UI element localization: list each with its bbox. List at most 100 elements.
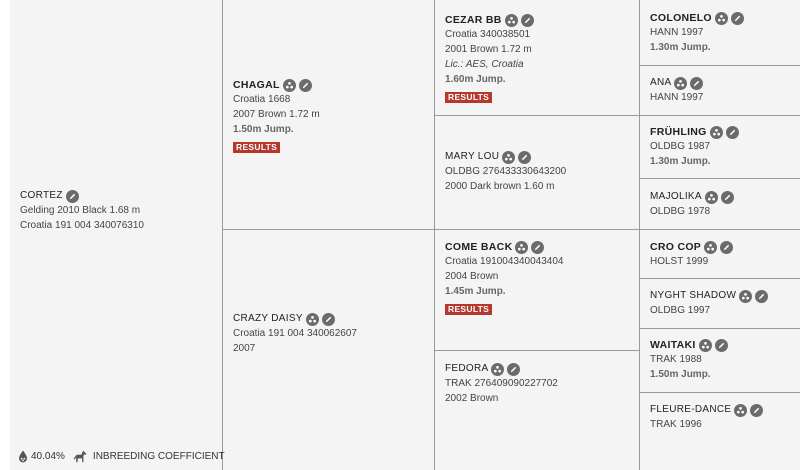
great-grandparents-column: COLONELO HANN 1997 1.30m Jump. ANA HANN … [639, 0, 800, 470]
ds-horse[interactable]: COME BACK Croatia 191004340043404 2004 B… [445, 240, 635, 317]
horse-name[interactable]: ANA [650, 77, 672, 88]
ggp-horse[interactable]: ANA HANN 1997 [650, 76, 796, 105]
horse-info: 2007 Brown 1.72 m [233, 109, 320, 120]
horse-origin: Croatia 340038501 [445, 29, 531, 40]
horse-info: HANN 1997 [650, 27, 704, 38]
license-info: Lic.: AES, Croatia [445, 59, 524, 70]
horse-name[interactable]: CRAZY DAISY [233, 313, 303, 324]
horse-info: OLDBG 1978 [650, 206, 711, 217]
jump-height: 1.50m Jump. [650, 369, 711, 380]
jump-height: 1.30m Jump. [650, 156, 711, 167]
edit-pencil-icon[interactable] [507, 362, 521, 376]
parents-column: CHAGAL Croatia 1668 2007 Brown 1.72 m 1.… [222, 0, 434, 470]
ggp-cell: CRO COP HOLST 1999 [640, 229, 800, 278]
ggp-cell: FLEURE-DANCE TRAK 1996 [640, 392, 800, 470]
pedigree-icon[interactable] [282, 78, 296, 92]
results-button[interactable]: RESULTS [445, 92, 493, 103]
pedigree-icon[interactable] [734, 403, 748, 417]
horse-origin: Croatia 191004340043404 [445, 256, 564, 267]
horse-name[interactable]: CORTEZ [20, 190, 63, 201]
pedigree-icon[interactable] [739, 289, 753, 303]
dd-horse[interactable]: FEDORA TRAK 276409090227702 2002 Brown [445, 362, 635, 406]
edit-pencil-icon[interactable] [725, 125, 739, 139]
horse-name[interactable]: FLEURE-DANCE [650, 404, 732, 415]
results-button[interactable]: RESULTS [233, 142, 281, 153]
pedigree-icon[interactable] [714, 11, 728, 25]
horse-info: TRAK 1988 [650, 354, 702, 365]
sire-horse[interactable]: CHAGAL Croatia 1668 2007 Brown 1.72 m 1.… [233, 78, 430, 155]
grandparents-column: CEZAR BB Croatia 340038501 2001 Brown 1.… [434, 0, 639, 470]
edit-pencil-icon[interactable] [730, 11, 744, 25]
ggp-horse[interactable]: MAJOLIKA OLDBG 1978 [650, 190, 796, 219]
ggp-cell: MAJOLIKA OLDBG 1978 [640, 178, 800, 229]
subject-column: CORTEZ Gelding 2010 Black 1.68 m Croatia… [10, 0, 222, 470]
edit-pencil-icon[interactable] [720, 240, 734, 254]
horse-name[interactable]: NYGHT SHADOW [650, 290, 737, 301]
horse-name[interactable]: WAITAKI [650, 339, 696, 351]
dam-horse[interactable]: CRAZY DAISY Croatia 191 004 340062607 20… [233, 312, 430, 356]
edit-pencil-icon[interactable] [321, 312, 335, 326]
edit-pencil-icon[interactable] [714, 338, 728, 352]
jump-height: 1.50m Jump. [233, 124, 294, 135]
ggp-horse[interactable]: COLONELO HANN 1997 1.30m Jump. [650, 11, 796, 55]
horse-name[interactable]: MAJOLIKA [650, 191, 702, 202]
drop-icon [19, 450, 27, 463]
dd-cell: FEDORA TRAK 276409090227702 2002 Brown [435, 350, 639, 470]
pedigree-icon[interactable] [504, 13, 518, 27]
pedigree-icon[interactable] [704, 240, 718, 254]
pedigree-icon[interactable] [704, 190, 718, 204]
edit-pencil-icon[interactable] [690, 76, 704, 90]
ss-horse[interactable]: CEZAR BB Croatia 340038501 2001 Brown 1.… [445, 13, 635, 105]
edit-pencil-icon[interactable] [65, 189, 79, 203]
pedigree-icon[interactable] [709, 125, 723, 139]
ss-cell: CEZAR BB Croatia 340038501 2001 Brown 1.… [435, 0, 639, 115]
horse-name[interactable]: CEZAR BB [445, 14, 502, 26]
subject-horse[interactable]: CORTEZ Gelding 2010 Black 1.68 m Croatia… [20, 189, 218, 233]
sd-cell: MARY LOU OLDBG 276433330643200 2000 Dark… [435, 115, 639, 229]
horse-id: Croatia 191 004 340062607 [233, 328, 357, 339]
pedigree-icon[interactable] [502, 150, 516, 164]
horse-info: OLDBG 1997 [650, 305, 711, 316]
ggp-cell: FRÜHLING OLDBG 1987 1.30m Jump. [640, 115, 800, 178]
pedigree-icon[interactable] [674, 76, 688, 90]
horse-name[interactable]: FEDORA [445, 363, 489, 374]
horse-info: Gelding 2010 Black 1.68 m [20, 205, 141, 216]
horse-id: OLDBG 276433330643200 [445, 166, 567, 177]
pedigree-icon[interactable] [305, 312, 319, 326]
ds-cell: COME BACK Croatia 191004340043404 2004 B… [435, 229, 639, 350]
pedigree-icon[interactable] [698, 338, 712, 352]
ggp-horse[interactable]: NYGHT SHADOW OLDBG 1997 [650, 289, 796, 318]
horse-name[interactable]: MARY LOU [445, 151, 500, 162]
dam-cell: CRAZY DAISY Croatia 191 004 340062607 20… [223, 229, 434, 470]
horse-name[interactable]: COME BACK [445, 241, 513, 253]
edit-pencil-icon[interactable] [520, 13, 534, 27]
edit-pencil-icon[interactable] [298, 78, 312, 92]
edit-pencil-icon[interactable] [720, 190, 734, 204]
ggp-horse[interactable]: WAITAKI TRAK 1988 1.50m Jump. [650, 338, 796, 382]
horse-name[interactable]: CHAGAL [233, 79, 280, 91]
jump-height: 1.45m Jump. [445, 286, 506, 297]
ggp-horse[interactable]: FLEURE-DANCE TRAK 1996 [650, 403, 796, 432]
ggp-cell: COLONELO HANN 1997 1.30m Jump. [640, 0, 800, 65]
horse-info: 2002 Brown [445, 393, 499, 404]
sd-horse[interactable]: MARY LOU OLDBG 276433330643200 2000 Dark… [445, 150, 635, 194]
results-button[interactable]: RESULTS [445, 304, 493, 315]
horse-name[interactable]: FRÜHLING [650, 126, 707, 138]
edit-pencil-icon[interactable] [755, 289, 769, 303]
horse-id: Croatia 191 004 340076310 [20, 220, 144, 231]
edit-pencil-icon[interactable] [750, 403, 764, 417]
ggp-horse[interactable]: FRÜHLING OLDBG 1987 1.30m Jump. [650, 125, 796, 169]
ggp-horse[interactable]: CRO COP HOLST 1999 [650, 240, 796, 269]
pedigree-icon[interactable] [515, 240, 529, 254]
edit-pencil-icon[interactable] [531, 240, 545, 254]
pedigree-icon[interactable] [491, 362, 505, 376]
horse-name[interactable]: CRO COP [650, 241, 702, 253]
horse-icon [73, 450, 87, 463]
edit-pencil-icon[interactable] [518, 150, 532, 164]
horse-info: HOLST 1999 [650, 256, 709, 267]
horse-id: TRAK 276409090227702 [445, 378, 558, 389]
horse-info: 2001 Brown 1.72 m [445, 44, 532, 55]
inbreeding-label: INBREEDING COEFFICIENT [92, 451, 225, 462]
horse-info: 2000 Dark brown 1.60 m [445, 181, 555, 192]
horse-name[interactable]: COLONELO [650, 12, 712, 24]
